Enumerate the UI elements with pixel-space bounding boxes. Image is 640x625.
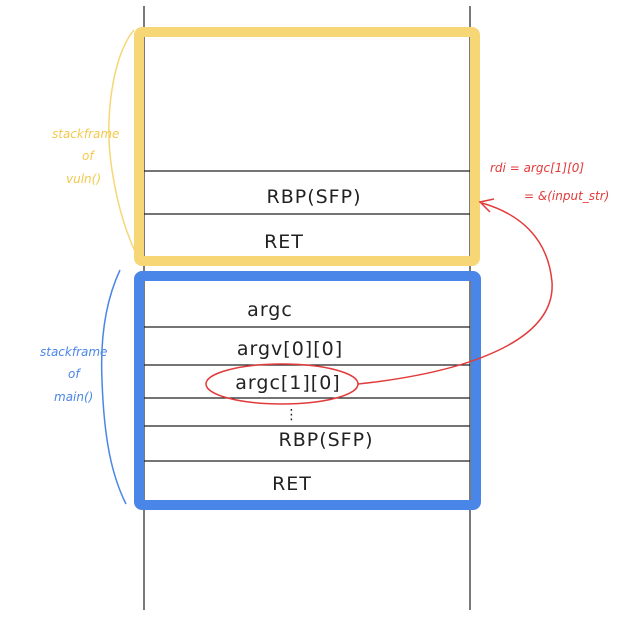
vuln-cell-rbp: RBP(SFP) <box>267 186 362 208</box>
main-frame-label-line2: of <box>68 367 81 381</box>
annotation-line1: rdi = argc[1][0] <box>490 161 584 175</box>
main-frame-brace <box>100 269 127 505</box>
vuln-frame-box <box>134 27 480 266</box>
main-frame-label-line3: main() <box>54 390 93 404</box>
main-frame-label-line1: stackframe <box>40 345 107 359</box>
pointer-arrow <box>357 202 553 385</box>
pointer-arrowhead <box>478 198 495 213</box>
vuln-frame-brace <box>108 29 141 263</box>
vuln-frame-label-line3: vuln() <box>66 172 101 186</box>
vuln-frame-label-line1: stackframe <box>52 127 119 141</box>
main-frame-box <box>134 271 481 510</box>
main-cell-argc: argc <box>247 299 293 321</box>
main-cell-rbp: RBP(SFP) <box>279 429 374 451</box>
vuln-cell-ret: RET <box>264 231 304 253</box>
vuln-frame-label-line2: of <box>82 149 95 163</box>
main-cell-argc-1-0: argc[1][0] <box>235 372 340 394</box>
annotation-line2: = &(input_str) <box>524 189 609 203</box>
main-cell-ret: RET <box>272 473 312 495</box>
main-cell-argv: argv[0][0] <box>237 338 343 360</box>
main-cell-ellipsis: ⋮ <box>285 407 300 423</box>
